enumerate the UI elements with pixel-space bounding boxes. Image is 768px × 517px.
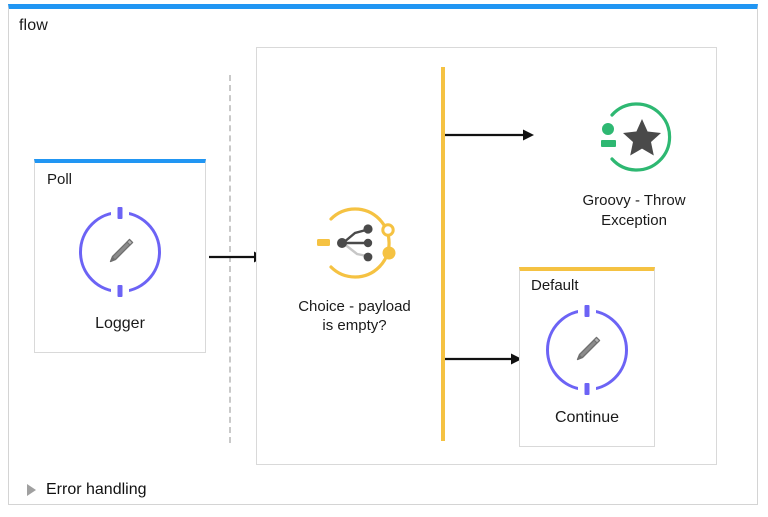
arrow-choice-to-default [445,353,522,365]
groovy-node-label-line2: Exception [601,212,667,229]
logger-pencil-icon [546,305,628,395]
logger-tick-top [117,207,123,219]
logger-pencil-icon [79,207,161,297]
flow-title: flow [19,17,48,34]
groovy-node-label: Groovy - Throw Exception [549,191,719,231]
continue-icon-wrapper[interactable] [546,305,628,395]
choice-node[interactable]: Choice - payload is empty? [267,197,442,335]
continue-tick-bottom [584,383,590,395]
triangle-right-icon[interactable] [27,484,36,496]
pencil-glyph [576,336,601,361]
pencil-glyph [109,238,134,263]
logger-node-name: Logger [95,315,145,332]
groovy-node-label-line1: Groovy - Throw [582,192,686,209]
error-handling-label: Error handling [46,481,147,498]
groovy-icon-glyph [601,102,672,172]
default-scope-label: Default [531,277,579,294]
poll-scope-label: Poll [47,171,73,188]
choice-node-label-line2: is empty? [322,317,387,334]
logger-icon-wrapper[interactable] [79,207,161,297]
continue-tick-top [584,305,590,317]
choice-node-label: Choice - payload is empty? [267,297,442,335]
choice-node-label-line1: Choice - payload [298,298,411,315]
logger-tick-bottom [117,285,123,297]
choice-icon-glyph [316,207,395,279]
source-process-divider [229,75,231,443]
flow-canvas-frame: flow Poll Logger [8,4,758,505]
continue-node-name: Continue [554,409,620,426]
choice-route-bar [441,67,445,441]
arrow-choice-to-groovy [445,129,534,141]
default-branch-block[interactable]: Default Continue [519,267,655,447]
groovy-node[interactable]: Groovy - Throw Exception [549,91,719,231]
error-handling-section[interactable]: Error handling [27,481,147,499]
groovy-star-icon [588,91,680,183]
choice-router-icon [309,197,401,289]
poll-source-block[interactable]: Poll Logger [34,159,206,353]
